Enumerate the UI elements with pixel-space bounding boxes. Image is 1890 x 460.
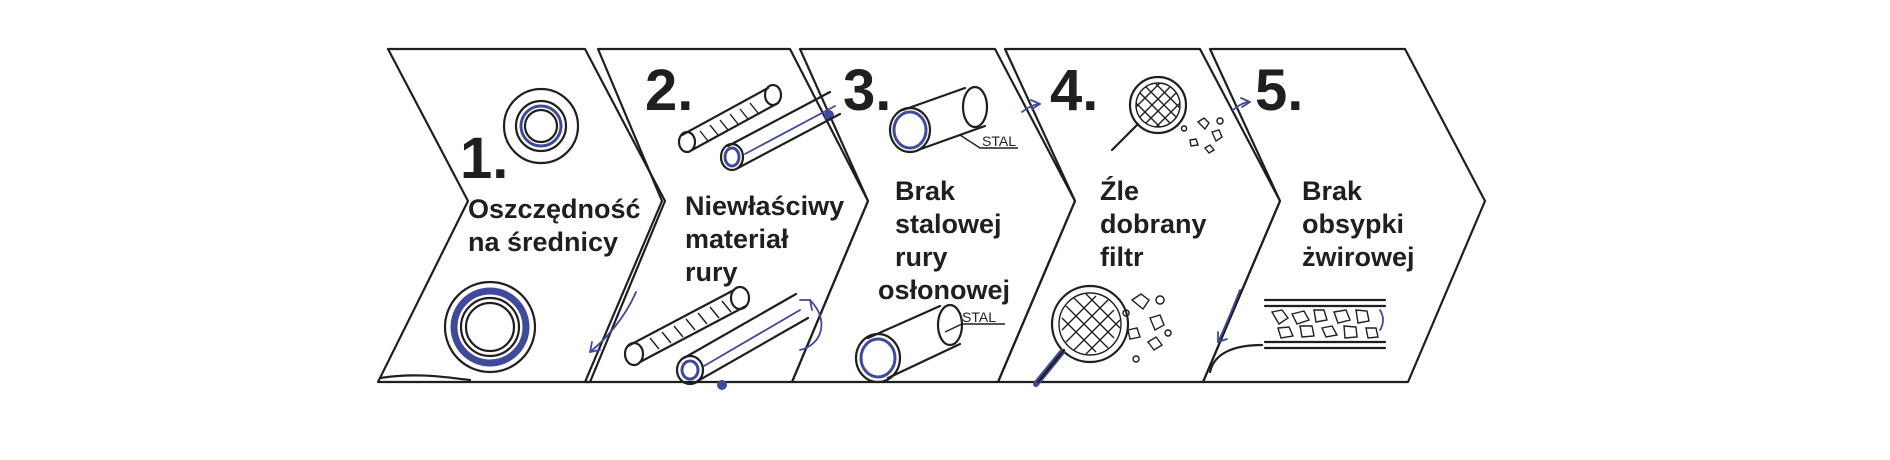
sieve-icon xyxy=(1110,75,1188,152)
ring-small-icon xyxy=(502,87,580,165)
step-3-label: Brak stalowej rury osłonowej xyxy=(878,176,1010,305)
corrugated-pipe-icon xyxy=(677,83,783,154)
step-4-label: Źle dobrany filtr xyxy=(1100,175,1214,272)
step-2-number: 2. xyxy=(645,58,693,123)
steel-tag: STAL xyxy=(962,309,996,325)
step-3-number: 3. xyxy=(843,58,891,123)
connector-arrow-1 xyxy=(589,291,637,353)
connector-arrow-5 xyxy=(1217,289,1241,343)
arrowhead-icon xyxy=(589,341,601,353)
steel-tag: STAL xyxy=(982,133,1016,149)
decorative-stroke xyxy=(1208,343,1264,374)
step-5-number: 5. xyxy=(1255,58,1303,123)
arrowhead-icon xyxy=(1240,97,1251,108)
connector-dot xyxy=(717,380,727,390)
gravel-pack-icon xyxy=(1263,298,1387,350)
arrowhead-icon xyxy=(1217,331,1228,343)
step-1-label: Oszczędność na średnicy xyxy=(468,194,648,257)
step-2-label: Niewłaściwy materiał rury xyxy=(685,191,852,287)
plain-pipe-icon xyxy=(719,90,842,172)
connector-arrow-2 xyxy=(799,299,823,351)
steel-pipe-icon: STAL xyxy=(888,85,1018,154)
step-4-number: 4. xyxy=(1050,58,1098,123)
gravel-icon xyxy=(1122,293,1172,363)
plain-pipe-icon xyxy=(675,292,810,386)
decorative-stroke xyxy=(378,374,472,382)
arrowhead-icon xyxy=(1030,99,1041,110)
gravel-icon xyxy=(1180,117,1224,154)
step-5-label: Brak obsypki żwirowej xyxy=(1302,176,1415,272)
steel-pipe-icon: STAL xyxy=(854,303,1005,384)
sieve-icon xyxy=(1033,284,1130,387)
ring-large-icon xyxy=(443,280,537,374)
step-1-number: 1. xyxy=(460,126,508,191)
arrowhead-icon xyxy=(799,299,813,311)
chevron-5-outline xyxy=(1201,47,1487,384)
corrugated-pipe-icon xyxy=(623,285,751,367)
